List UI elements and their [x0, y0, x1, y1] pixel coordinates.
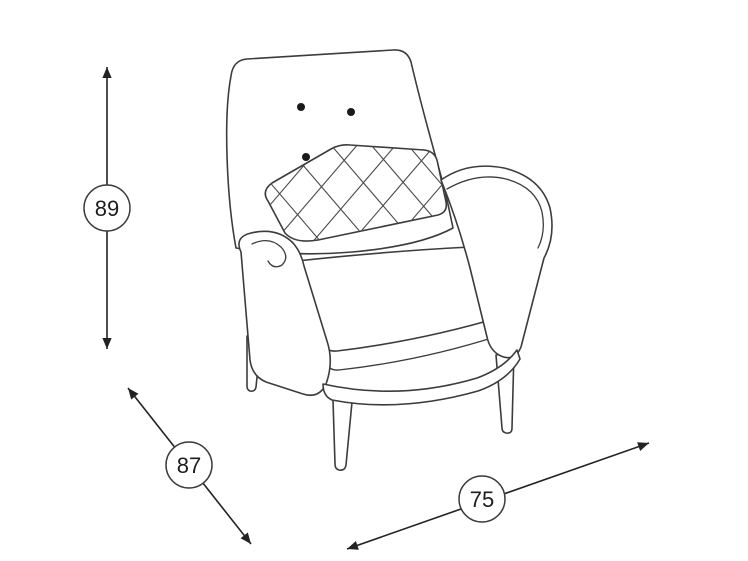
armchair-drawing [225, 49, 553, 471]
width-dimension: 75 [346, 442, 650, 550]
width-dimension-badge [458, 475, 506, 523]
depth-dimension-label: 87 [177, 453, 201, 478]
height-dimension-label: 89 [95, 196, 119, 221]
button-tuft [297, 103, 305, 111]
button-tuft [347, 108, 355, 116]
chair-base [322, 349, 521, 406]
height-dimension-badge [83, 184, 131, 232]
chair-armrest-left [238, 230, 332, 397]
chair-armrest-right [440, 165, 553, 359]
armrest-right-roll-line [446, 176, 544, 249]
dimension-annotations: 89 87 75 [83, 67, 650, 550]
width-dimension-label: 75 [470, 487, 494, 512]
height-dimension: 89 [83, 67, 131, 349]
button-tuft [302, 153, 310, 161]
armrest-left-scroll-line [251, 240, 287, 268]
chair-leg-front [332, 399, 353, 471]
depth-dimension: 87 [127, 387, 252, 545]
depth-dimension-badge [165, 441, 213, 489]
